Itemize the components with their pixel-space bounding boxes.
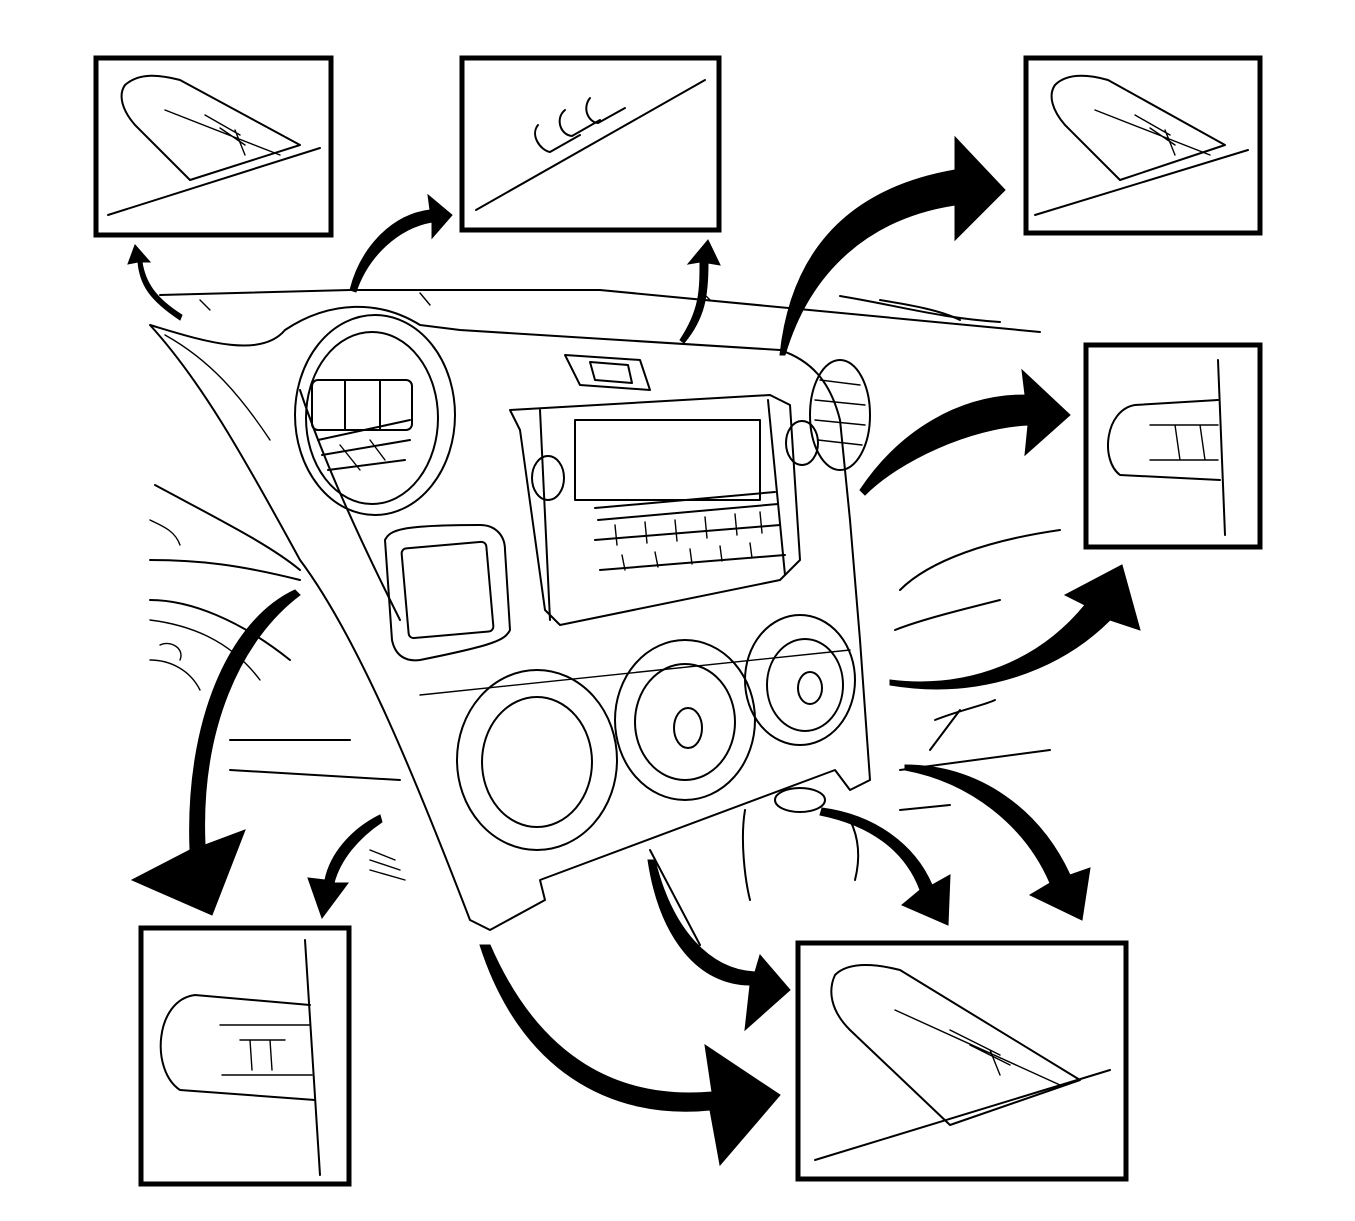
arrow-right-bottom	[904, 764, 1091, 921]
clip-detail-bottom-left	[138, 925, 352, 1187]
arrow-console-down	[819, 807, 951, 926]
dashboard-background	[149, 289, 1061, 946]
arrow-bottom-mid	[647, 859, 791, 1032]
arrow-left-small	[307, 814, 383, 920]
arrow-left-large	[130, 589, 301, 916]
arrow-top-left	[127, 244, 183, 321]
center-trim-bezel	[149, 305, 871, 931]
clip-detail-top-left	[93, 55, 334, 238]
clip-detail-top-center	[459, 55, 722, 233]
clip-detail-bottom-right	[795, 940, 1129, 1182]
arrow-top-center-right	[679, 239, 721, 344]
arrow-top-center-left	[349, 193, 453, 293]
arrow-top-right	[779, 135, 1006, 356]
arrow-bottom-center	[479, 944, 781, 1167]
arrow-right-lower	[889, 564, 1141, 690]
release-arrows	[127, 135, 1141, 1167]
arrow-right-middle	[859, 368, 1071, 496]
clip-detail-right-middle	[1083, 342, 1263, 550]
clip-detail-top-right	[1023, 55, 1263, 236]
